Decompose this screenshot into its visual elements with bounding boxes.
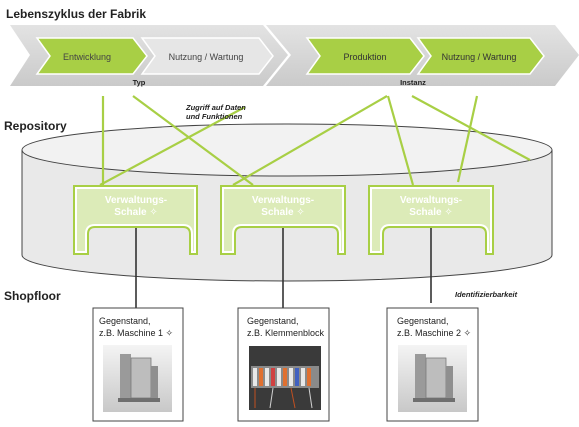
asset-shell-3: Verwaltungs- Schale ✧: [368, 185, 494, 255]
phase-use-maintenance-instance-label: Nutzung / Wartung: [442, 52, 517, 62]
machine-image: [398, 345, 467, 412]
access-note-line1: Zugriff auf Daten: [185, 103, 246, 112]
phase-production-chevron: [305, 37, 425, 75]
object-3-line1: Gegenstand,: [397, 316, 449, 326]
access-line: [456, 95, 479, 183]
identification-lines: [135, 228, 432, 308]
phase-production-label: Produktion: [343, 52, 386, 62]
shell-fill: [224, 189, 342, 251]
shell-fill: [372, 189, 490, 251]
shell-3-line2: Schale ✧: [409, 207, 452, 218]
shell-3-line1: Verwaltungs-: [400, 195, 462, 206]
shell-1-line2: Schale ✧: [114, 207, 157, 218]
lifecycle-title: Lebenszyklus der Fabrik: [6, 7, 146, 21]
shell-2-line1: Verwaltungs-: [252, 195, 314, 206]
shell-fill: [77, 189, 194, 251]
repository-title: Repository: [4, 119, 67, 133]
access-line: [232, 95, 388, 186]
asset-shell-2: Verwaltungs- Schale ✧: [220, 185, 346, 255]
object-2-line2: z.B. Klemmenblock: [247, 328, 325, 338]
object-1-line2: z.B. Maschine 1 ✧: [99, 328, 174, 338]
object-machine-1: Gegenstand, z.B. Maschine 1 ✧: [92, 307, 184, 422]
phase-use-maintenance-type-chevron: [140, 37, 274, 75]
shopfloor-title: Shopfloor: [4, 289, 61, 303]
phase-development-label: Entwicklung: [63, 52, 111, 62]
type-label: Typ: [133, 78, 146, 87]
shell-1-line1: Verwaltungs-: [105, 195, 167, 206]
asset-shell-1: Verwaltungs- Schale ✧: [73, 185, 198, 255]
object-1-line1: Gegenstand,: [99, 316, 151, 326]
access-line: [99, 106, 246, 186]
object-2-line1: Gegenstand,: [247, 316, 299, 326]
access-line: [386, 95, 415, 186]
machine-image: [103, 345, 172, 412]
identification-note: Identifizierbarkeit: [455, 290, 518, 299]
phase-development-chevron: [35, 37, 148, 75]
instance-label: Instanz: [400, 78, 426, 87]
shell-2-line2: Schale ✧: [261, 207, 304, 218]
access-note-line2: und Funktionen: [186, 112, 243, 121]
access-lines: [99, 95, 531, 186]
lifecycle-band: Entwicklung Nutzung / Wartung Produktion…: [10, 25, 579, 87]
terminal-block-image: [249, 346, 321, 410]
access-line: [132, 95, 254, 186]
phase-use-maintenance-instance-chevron: [416, 37, 545, 75]
phase-use-maintenance-type-label: Nutzung / Wartung: [169, 52, 244, 62]
object-machine-2: Gegenstand, z.B. Maschine 2 ✧: [386, 307, 479, 422]
object-3-line2: z.B. Maschine 2 ✧: [397, 328, 472, 338]
object-terminal-block: Gegenstand, z.B. Klemmenblock: [237, 307, 330, 422]
cylinder-top: [21, 123, 553, 177]
